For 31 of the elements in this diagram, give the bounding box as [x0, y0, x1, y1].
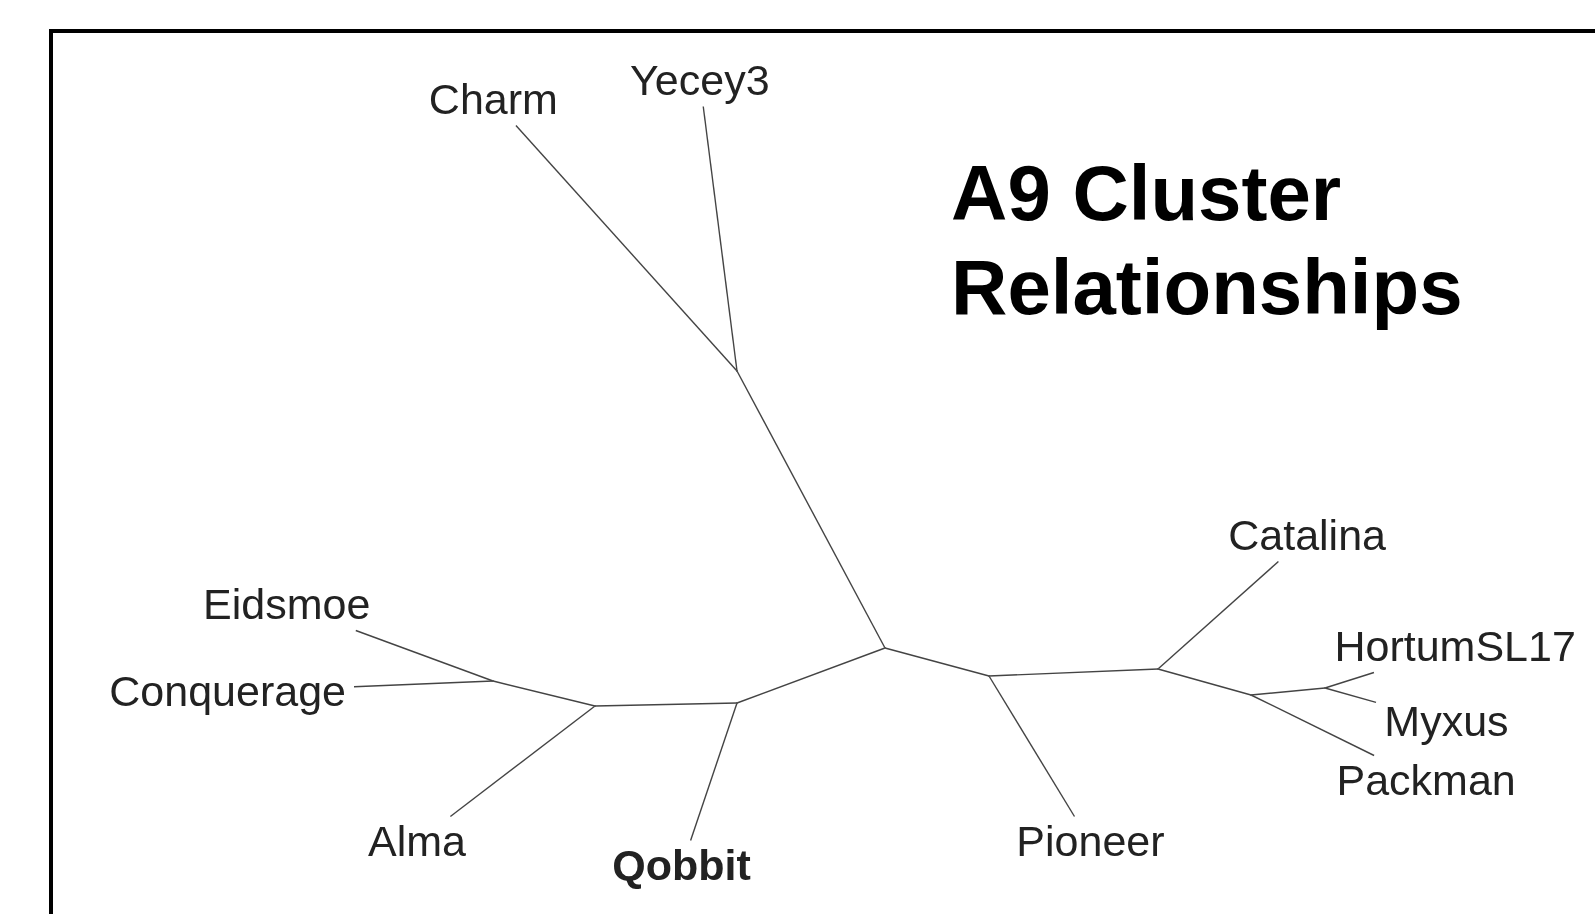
taxon-label: Catalina [1220, 510, 1394, 562]
tree-branch [1250, 694, 1375, 757]
tree-branch [1157, 668, 1252, 696]
taxon-label: Qobbit [604, 840, 759, 892]
diagram-title: A9 Cluster Relationships [951, 148, 1464, 334]
tree-branch [353, 680, 494, 688]
taxon-label: Conquerage [101, 666, 354, 718]
tree-branch [1157, 560, 1280, 670]
taxon-label: Packman [1328, 755, 1524, 807]
tree-branch [736, 370, 886, 649]
taxon-label: Myxus [1376, 696, 1517, 748]
tree-branch [988, 668, 1159, 677]
tree-branch [1324, 687, 1377, 704]
tree-branch [594, 702, 738, 707]
tree-branch [492, 680, 596, 707]
tree-branch [449, 705, 596, 818]
taxon-label: HortumSL17 [1326, 621, 1584, 673]
taxon-label: Charm [420, 74, 566, 126]
tree-branch [884, 647, 990, 677]
taxon-label: Eidsmoe [195, 579, 379, 631]
tree-branch [1324, 671, 1375, 689]
taxon-label: Alma [360, 816, 475, 868]
tree-branch [515, 124, 738, 372]
tree-branch [1250, 687, 1326, 696]
tree-branch [355, 629, 494, 682]
tree-branch [736, 647, 886, 704]
taxon-label: Pioneer [1008, 816, 1173, 868]
tree-branch [988, 675, 1076, 818]
tree-branch [689, 702, 738, 842]
tree-branch [702, 105, 738, 372]
taxon-label: Yecey3 [622, 55, 778, 107]
